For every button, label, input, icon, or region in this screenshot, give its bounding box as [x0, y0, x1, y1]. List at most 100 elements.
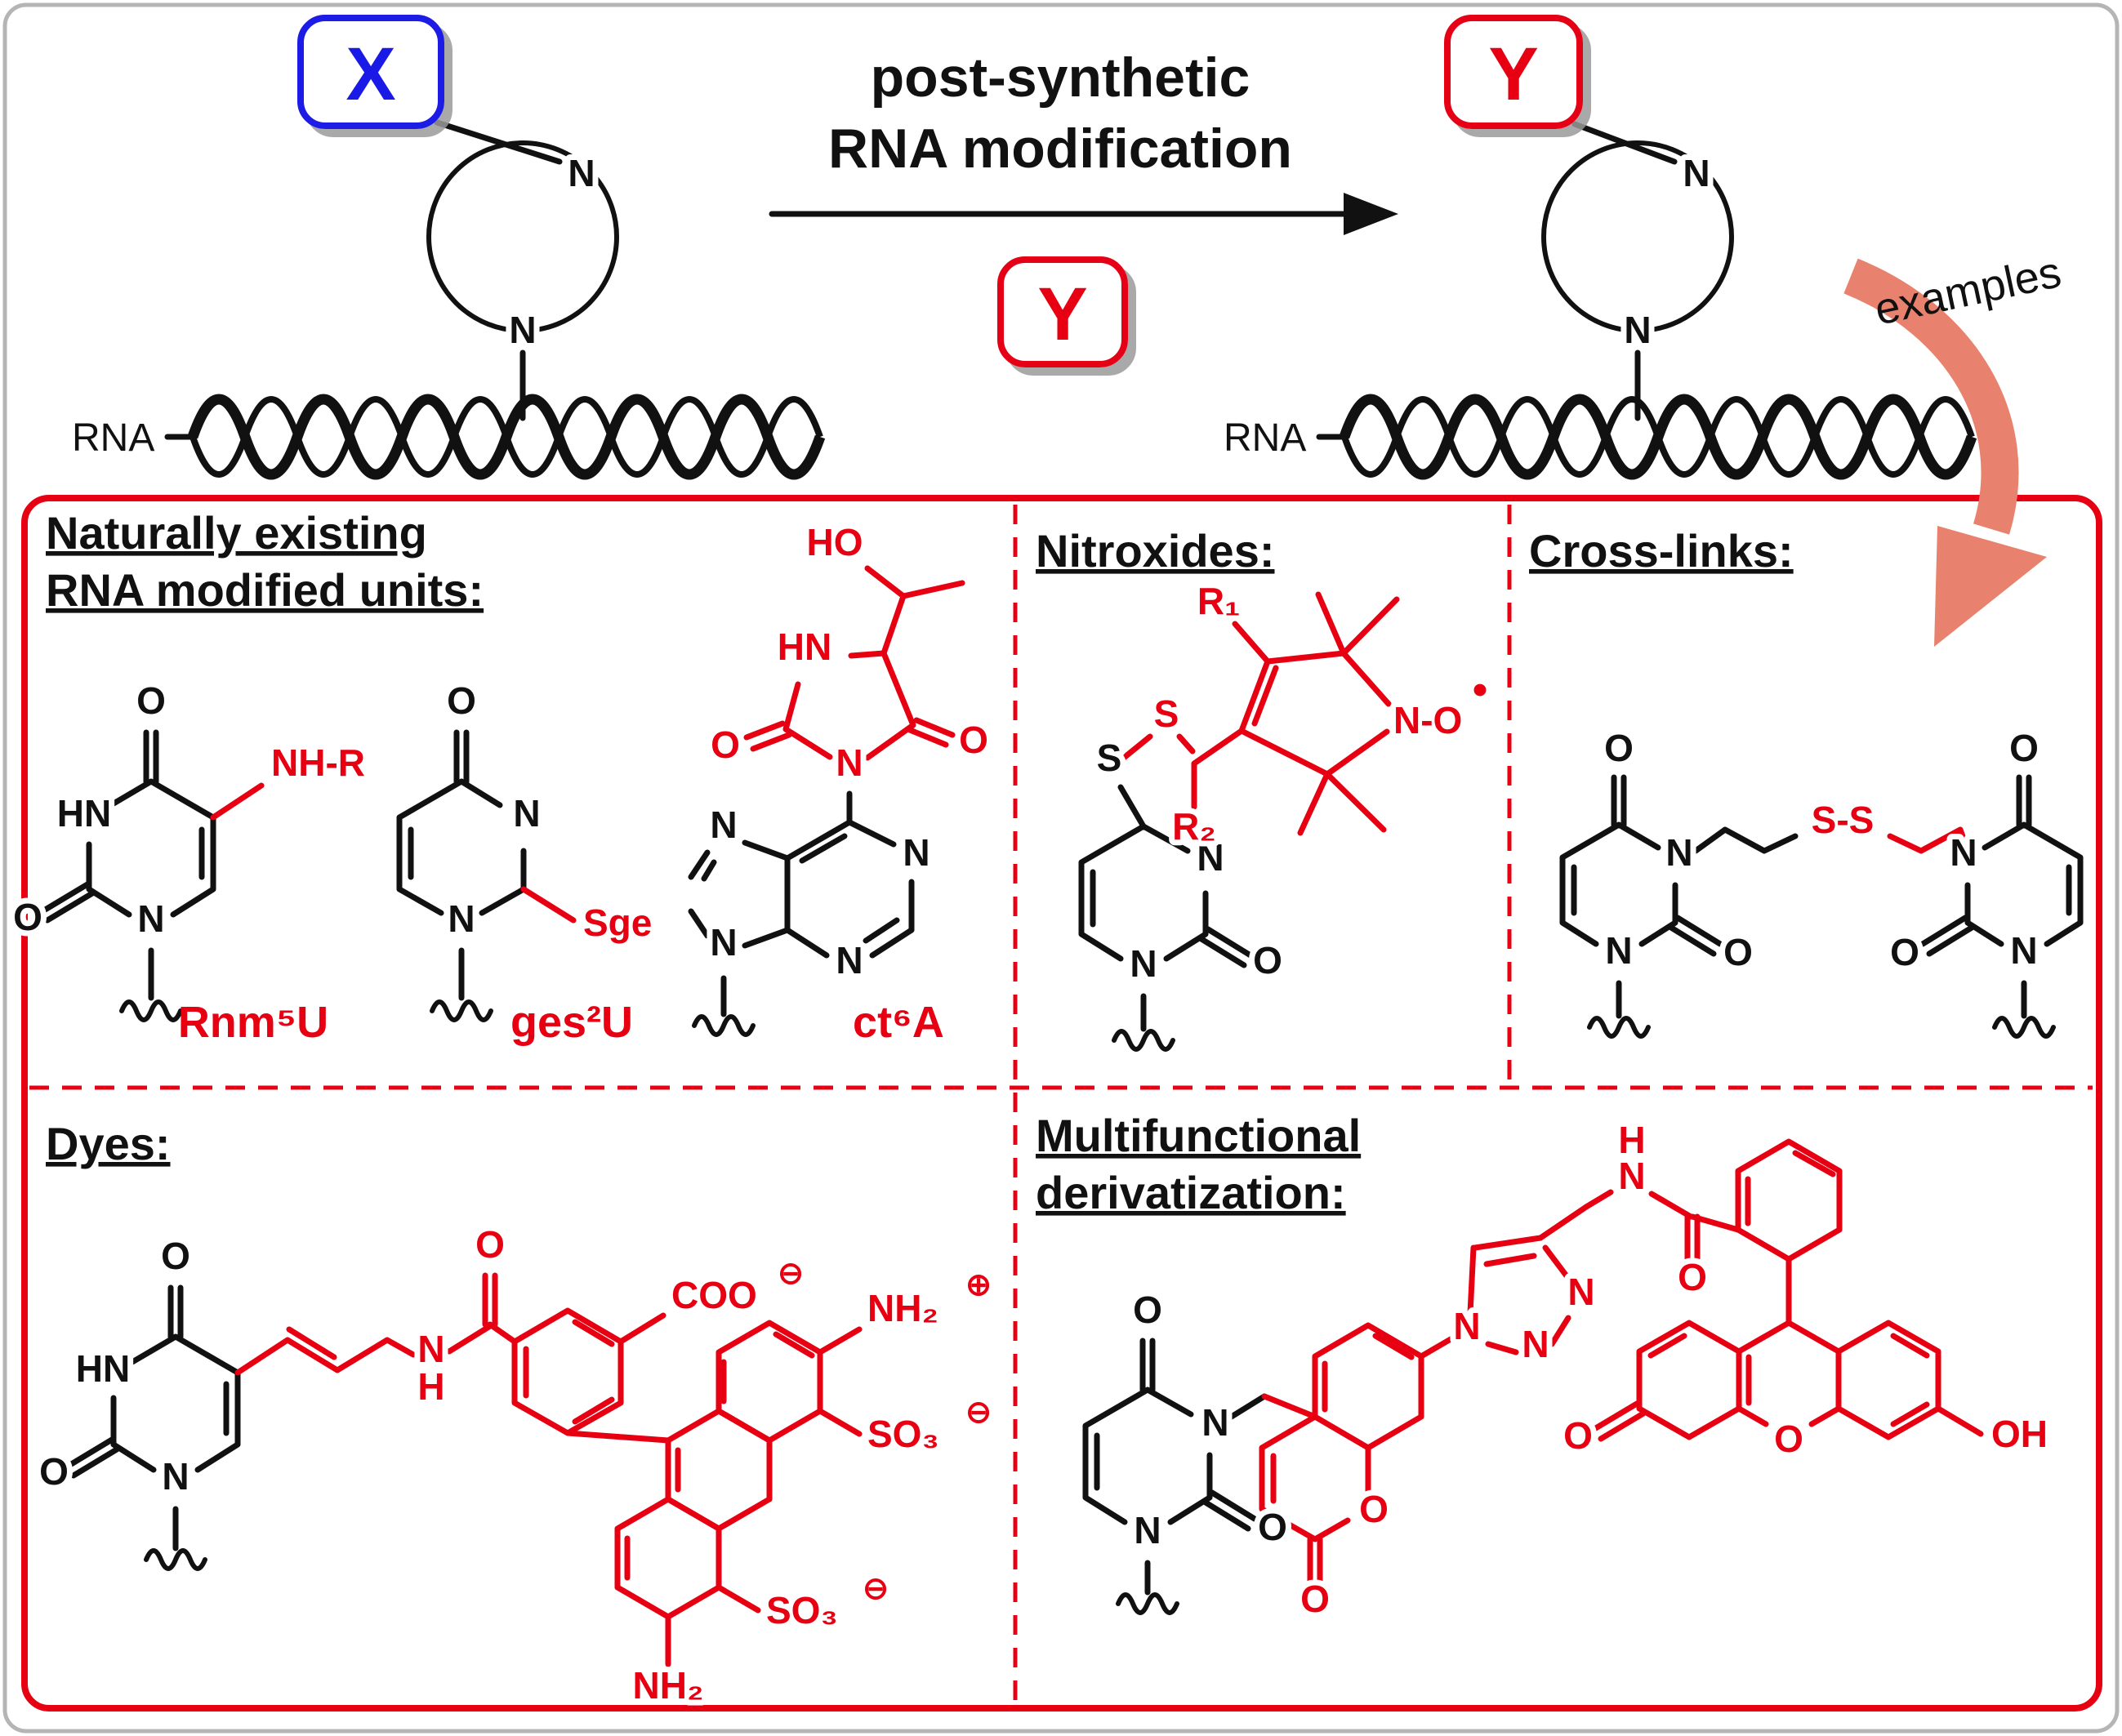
atom-n-o: N-O: [1393, 699, 1462, 741]
nucleobase-ring-left: [426, 140, 619, 333]
atom-n: N: [162, 1455, 189, 1498]
atom-o: O: [1723, 931, 1753, 973]
atom-h: H: [1618, 1119, 1645, 1161]
structure-multifunctional: O N O N O O N N N H N O O O OH: [1082, 1113, 2053, 1626]
atom-o: O: [1604, 727, 1634, 769]
atom-n: N: [1197, 836, 1224, 879]
natural-title-line1: Naturally existing: [46, 507, 427, 559]
atom-o: O: [136, 679, 166, 722]
reaction-title-line2: RNA modification: [828, 118, 1292, 180]
atom-n: N: [1665, 831, 1692, 874]
atom-o: O: [1300, 1578, 1330, 1620]
atom-o: O: [1258, 1506, 1287, 1548]
atom-n: N: [513, 792, 540, 835]
atom-n: N: [137, 897, 164, 940]
charge-minus: ⊖: [965, 1395, 992, 1430]
atom-o: O: [39, 1450, 69, 1493]
atom-o: O: [475, 1223, 505, 1266]
structure-dye: O HN O N N H O COO ⊖ NH₂ ⊕ SO₃ ⊖ SO₃ ⊖ N…: [33, 1217, 995, 1712]
ring-n-top-right: N: [1683, 152, 1710, 194]
atom-n: N: [903, 831, 929, 874]
structure-rnm5u: O HN O N NH-R Rnm⁵U: [7, 674, 371, 1047]
atom-n: N: [710, 921, 737, 964]
attachment-squiggle: [144, 1548, 207, 1571]
atom-n: N: [1605, 929, 1632, 972]
atom-nh2: NH₂: [867, 1287, 938, 1329]
examples-arrow-band: [1843, 258, 2019, 535]
charge-minus: ⊖: [778, 1257, 804, 1291]
atom-s: S: [1097, 737, 1122, 779]
structure-crosslink: O O N N O O N N S-S: [1559, 721, 2084, 1039]
ring-n-bottom-left: N: [509, 309, 536, 351]
atom-hn: HN: [57, 792, 111, 835]
y-letter: Y: [1488, 33, 1538, 116]
atom-n: N: [1522, 1323, 1549, 1365]
atom-o: O: [1563, 1414, 1593, 1457]
attachment-squiggle: [1587, 1016, 1651, 1039]
nitroxides-title: Nitroxides:: [1036, 525, 1275, 576]
y-box: [1444, 15, 1583, 129]
atom-o: O: [959, 719, 988, 761]
charge-minus: ⊖: [863, 1572, 889, 1606]
nucleobase-ring-right: [1541, 140, 1734, 333]
atom-so3: SO₃: [867, 1413, 939, 1455]
atom-s-s: S-S: [1812, 799, 1875, 841]
atom-o: O: [1678, 1256, 1707, 1298]
header-scheme: RNA X N N post-synthetic RNA modificatio…: [72, 15, 1977, 480]
attachment-squiggle: [1112, 1029, 1175, 1052]
examples-arrow-head: [1934, 526, 2047, 647]
attachment-squiggle: [430, 999, 493, 1022]
x-letter: X: [345, 33, 395, 116]
dyes-title: Dyes:: [46, 1118, 171, 1169]
rna-label-left: RNA: [72, 416, 154, 460]
atom-n: N: [710, 803, 737, 846]
x-box: [297, 15, 444, 129]
atom-n: N: [1130, 942, 1157, 985]
rna-helix-right-strand2: [1341, 396, 1975, 478]
atom-nhr: NH-R: [271, 741, 365, 784]
radical-dot: •: [1473, 666, 1487, 714]
atom-o: O: [2009, 727, 2039, 769]
atom-n: N: [1201, 1401, 1228, 1444]
reaction-title-line1: post-synthetic: [871, 47, 1250, 109]
atom-sge: Sge: [583, 901, 652, 944]
atom-oh: OH: [1991, 1413, 2048, 1455]
atom-r2: R₂: [1172, 805, 1216, 848]
atom-coo: COO: [671, 1274, 757, 1316]
crosslinks-title: Cross-links:: [1529, 525, 1794, 576]
atom-n: N: [1618, 1155, 1645, 1197]
compound-label-ges2u: ges²U: [510, 998, 633, 1047]
atom-o: O: [1774, 1418, 1803, 1460]
y-reagent-box: [997, 256, 1128, 367]
atom-o: O: [1253, 939, 1282, 982]
atom-ho: HO: [807, 521, 863, 563]
atom-nh2: NH₂: [633, 1664, 704, 1707]
atom-o: O: [1133, 1289, 1162, 1331]
reaction-arrow-head: [1344, 193, 1398, 235]
rna-label-right: RNA: [1224, 416, 1306, 460]
atom-n: N: [836, 939, 863, 982]
atom-s: S: [1154, 692, 1179, 735]
atom-n: N: [836, 741, 863, 784]
atom-o: O: [13, 896, 42, 938]
compound-label-ct6a: ct⁶A: [853, 998, 944, 1047]
attachment-squiggle: [1992, 1016, 2056, 1039]
structure-ges2u: O N N Sge ges²U: [396, 674, 658, 1047]
attachment-squiggle: [119, 999, 183, 1022]
atom-n: N: [448, 897, 475, 940]
atom-h: H: [417, 1365, 444, 1408]
atom-n: N: [2010, 929, 2037, 972]
x-attachment-bond: [434, 119, 563, 165]
structure-ct6a: N N N N N HN O O HO ct⁶A: [688, 515, 994, 1047]
atom-o: O: [447, 679, 476, 722]
examples-box: [21, 495, 2102, 1712]
atom-o: O: [161, 1235, 190, 1277]
structure-nitroxide: S S N O N R₂ R₁ N-O •: [1078, 574, 1493, 1052]
multifunctional-title-line1: Multifunctional: [1036, 1110, 1361, 1161]
ring-n-bottom-right: N: [1624, 309, 1651, 351]
atom-n: N: [1950, 831, 1977, 874]
natural-title-line2: RNA modified units:: [46, 564, 484, 616]
compound-label-rnm5u: Rnm⁵U: [178, 998, 328, 1047]
